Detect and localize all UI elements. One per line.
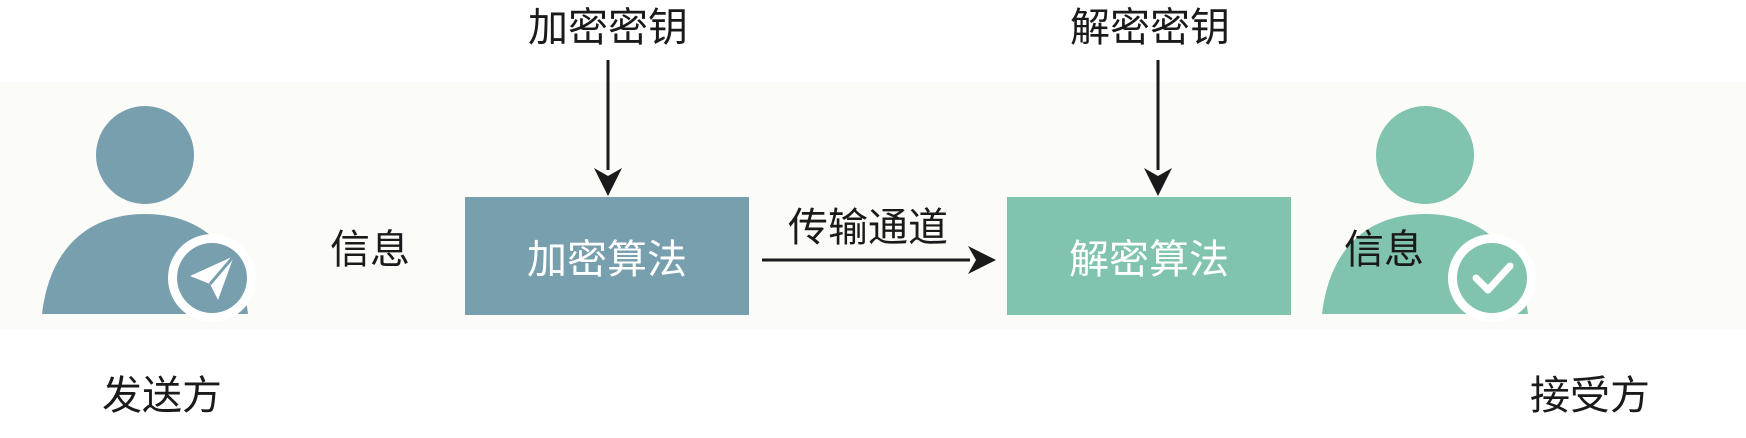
encryption-key-label: 加密密钥 bbox=[528, 5, 688, 51]
receiver-message-label: 信息 bbox=[1344, 227, 1424, 273]
decryption-algorithm-label: 解密算法 bbox=[1069, 237, 1229, 283]
receiver-person-icon bbox=[1322, 106, 1536, 322]
checkmark-icon bbox=[1472, 262, 1514, 294]
receiver-label: 接受方 bbox=[1530, 373, 1650, 419]
channel-label: 传输通道 bbox=[788, 205, 948, 251]
sender-person-icon bbox=[42, 106, 256, 322]
sender-label: 发送方 bbox=[102, 373, 222, 419]
decryption-algorithm-box: 解密算法 bbox=[1007, 197, 1291, 315]
channel-arrow bbox=[762, 246, 996, 274]
encryption-key-arrow bbox=[594, 60, 622, 196]
paper-plane-icon bbox=[190, 255, 236, 300]
encryption-algorithm-box: 加密算法 bbox=[465, 197, 749, 315]
decryption-key-label: 解密密钥 bbox=[1070, 5, 1230, 51]
sender-message-label: 信息 bbox=[330, 227, 410, 273]
decryption-key-arrow bbox=[1144, 60, 1172, 196]
encryption-algorithm-label: 加密算法 bbox=[527, 237, 687, 283]
